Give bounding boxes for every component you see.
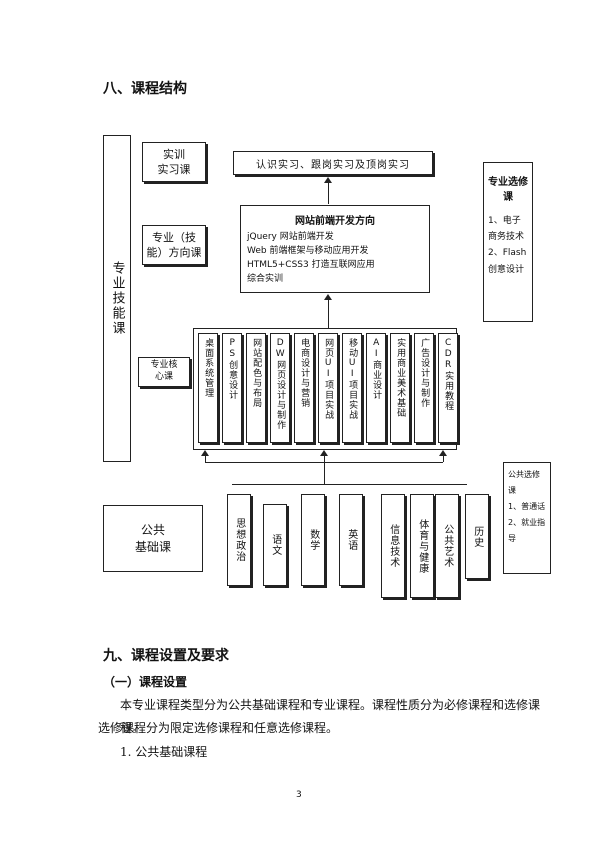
page-number: 3	[296, 790, 302, 800]
core-course-item: 电商设计与营销	[294, 333, 314, 443]
core-box: 专业核 心课	[138, 357, 190, 387]
core-course-item: 移动UI项目实战	[342, 333, 362, 443]
paragraph-1: 本专业课程类型分为公共基础课程和专业课程。课程性质分为必修课程和选修课程。	[120, 698, 541, 735]
public-elective-box: 公共选修课 1、普通话 2、就业指导	[503, 462, 551, 574]
list-item-1: 1. 公共基础课程	[120, 745, 208, 759]
direction-line: jQuery 网站前端开发	[247, 232, 334, 242]
direction-detail-box: 网站前端开发方向 jQuery 网站前端开发 Web 前端框架与移动应用开发 H…	[240, 205, 430, 293]
direction-line: 综合实训	[247, 273, 284, 284]
public-courses-row: 思想政治语文数学英语信息技术体育与健康公共艺术历史	[225, 484, 495, 600]
public-course-item: 英语	[339, 494, 363, 586]
direction-line: HTML5+CSS3 打造互联网应用	[247, 259, 375, 270]
public-foundation-box: 公共 基础课	[103, 505, 203, 572]
subsection-title: （一）课程设置	[103, 675, 188, 689]
public-course-item: 公共艺术	[435, 494, 459, 598]
core-course-item: 实用商业美术基础	[390, 333, 410, 443]
elective-items: 1、电子商务技术 2、Flash创意设计	[488, 216, 527, 275]
paragraph-2: 选修课程分为限定选修课程和任意选修课程。	[98, 721, 339, 735]
internship-box: 认识实习、跟岗实习及顶岗实习	[233, 151, 433, 175]
training-box: 实训 实习课	[142, 142, 206, 182]
core-course-item: 桌面系统管理	[198, 333, 218, 443]
core-course-item: DW网页设计与制作	[270, 333, 290, 443]
public-course-item: 数学	[301, 494, 325, 586]
core-course-item: 网站配色与布局	[246, 333, 266, 443]
public-course-item: 体育与健康	[410, 494, 434, 598]
professional-skills-box: 专业技能课	[103, 135, 131, 462]
core-course-item: PS创意设计	[222, 333, 242, 443]
professional-elective-box: 专业选修课 1、电子商务技术 2、Flash创意设计	[483, 162, 533, 322]
elective-title: 专业选修课	[488, 177, 528, 203]
core-course-item: AI商业设计	[366, 333, 386, 443]
direction-lines: jQuery 网站前端开发 Web 前端框架与移动应用开发 HTML5+CSS3…	[247, 231, 423, 287]
public-course-item: 信息技术	[381, 494, 405, 598]
direction-title: 网站前端开发方向	[295, 216, 375, 227]
direction-line: Web 前端框架与移动应用开发	[247, 245, 369, 256]
public-course-item: 历史	[465, 494, 489, 579]
core-course-item: CDR实用教程	[438, 333, 458, 443]
public-course-item: 语文	[263, 504, 287, 586]
core-course-item: 网页UI项目实战	[318, 333, 338, 443]
core-course-item: 广告设计与制作	[414, 333, 434, 443]
direction-box: 专业（技 能）方向课	[142, 225, 206, 265]
section-9-title: 九、课程设置及要求	[103, 648, 229, 664]
public-course-item: 思想政治	[227, 494, 251, 586]
section-8-title: 八、课程结构	[103, 81, 187, 97]
